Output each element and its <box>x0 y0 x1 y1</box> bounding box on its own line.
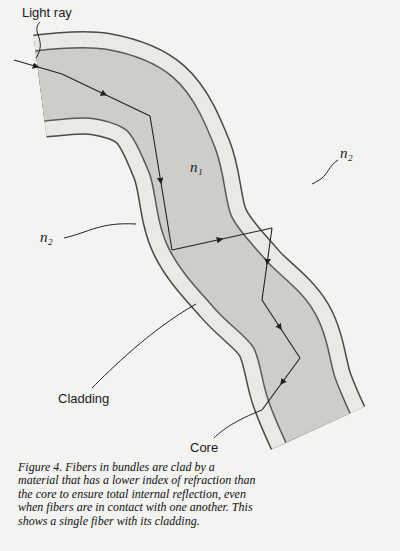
leader-lines <box>36 22 338 438</box>
index-label: n₂ <box>340 146 353 161</box>
ray-label: Light ray <box>22 6 72 19</box>
ray-segment <box>38 67 62 74</box>
fiber-layer <box>40 83 318 428</box>
part-label: Cladding <box>58 392 109 405</box>
figure-caption: Figure 4. Fibers in bundles are clad by … <box>18 461 256 528</box>
fiber-layer <box>40 83 318 428</box>
leader-line <box>36 22 40 58</box>
part-label: Core <box>190 441 218 454</box>
ray-segment <box>150 116 161 183</box>
ray-segment <box>161 183 172 250</box>
leader-line <box>92 304 196 388</box>
ray-segment <box>106 95 150 116</box>
fiber-layer <box>40 83 318 428</box>
ray-segment <box>172 239 222 250</box>
leader-line <box>64 224 136 238</box>
ray-segment <box>262 384 281 410</box>
fiber-layer <box>40 83 318 428</box>
ray-segment <box>262 300 281 329</box>
optical-fiber <box>40 83 318 428</box>
ray-segment <box>62 74 106 95</box>
ray-segment <box>222 228 272 239</box>
ray-segment <box>267 228 272 264</box>
ray-segment <box>281 329 300 358</box>
leader-line <box>312 160 338 184</box>
ray-segment <box>262 264 267 300</box>
index-label: n₂ <box>40 230 53 245</box>
ray-segment <box>281 358 300 384</box>
light-ray <box>14 60 300 410</box>
index-label: n₁ <box>190 160 203 175</box>
leader-line <box>214 410 262 438</box>
ray-segment <box>14 60 38 67</box>
